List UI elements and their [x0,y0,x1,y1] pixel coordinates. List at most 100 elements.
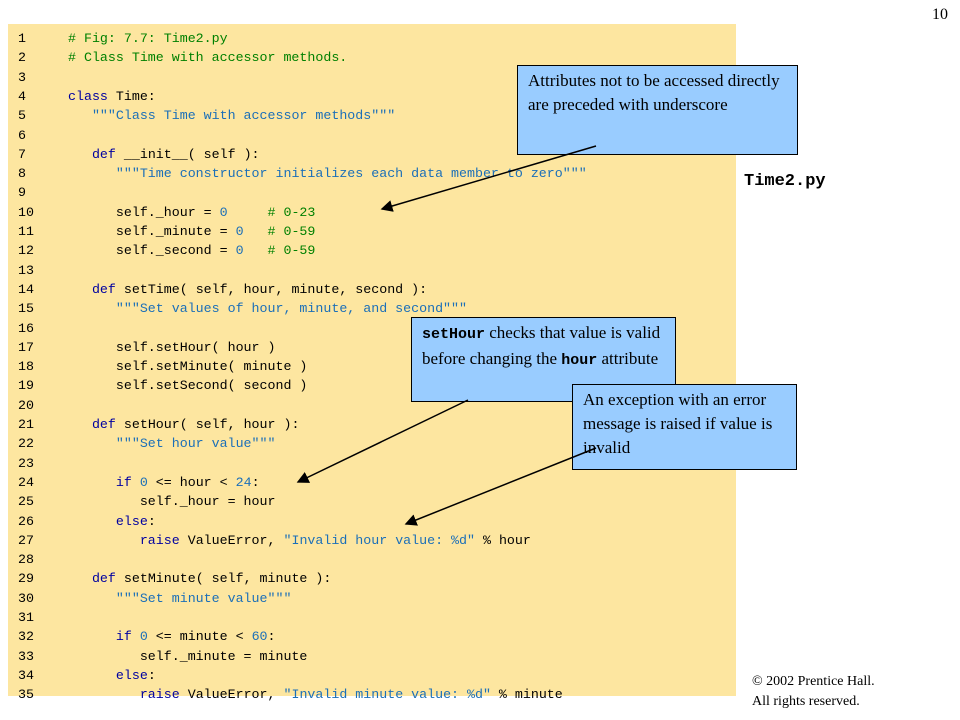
code-token: 0 [235,224,244,239]
code-text: """Set minute value""" [68,589,292,608]
line-number: 1 [18,31,26,46]
code-text: raise ValueError, "Invalid hour value: %… [68,531,531,550]
code-token: """Set hour value""" [115,436,276,452]
code-text: else: [68,666,156,685]
code-token: setTime( self, hour, minute, second ): [123,281,428,297]
code-token: self._hour = hour [68,494,276,510]
code-text: self._second = 0 # 0-59 [68,241,316,260]
code-token: setHour( self, hour ): [123,417,300,432]
line-number: 13 [18,262,34,278]
code-token: : [147,513,156,529]
code-token: # 0-59 [267,243,316,259]
code-text: def setMinute( self, minute ): [68,569,331,588]
code-token: ValueError, [187,532,284,548]
code-token: % minute [490,687,563,703]
code-token: # Fig: 7.7: Time2.py [68,31,228,46]
line-number: 16 [18,320,34,336]
code-token: self._hour = [68,204,220,220]
line-number: 35 [18,687,34,703]
code-token: def [91,571,124,587]
code-text: self.setMinute( minute ) [68,357,308,376]
code-token: 0 [139,629,148,645]
code-text: if 0 <= minute < 60: [68,627,276,646]
code-text: self._minute = 0 # 0-59 [68,222,316,241]
code-token: 0 [219,204,228,220]
line-number: 7 [18,146,26,162]
code-text: def setHour( self, hour ): [68,415,299,434]
code-token: 0 [139,474,148,490]
callout-hour-code: hour [561,352,598,369]
code-text: self._hour = hour [68,492,276,511]
code-text: def setTime( self, hour, minute, second … [68,280,427,299]
code-token: ValueError, [187,687,284,703]
line-number: 33 [18,648,34,664]
code-token: setMinute( self, minute ): [123,571,332,587]
code-text: """Set values of hour, minute, and secon… [68,299,467,318]
line-number: 24 [18,474,34,490]
line-number: 23 [18,455,34,471]
line-number: 5 [18,108,26,124]
code-text: """Class Time with accessor methods""" [68,106,395,125]
code-token: raise [139,687,188,703]
code-token: self._minute = [68,224,236,239]
code-token: self.setMinute( minute ) [68,359,308,375]
callout-exception-text: An exception with an error message is ra… [583,390,773,457]
code-token: self.setHour( hour ) [68,339,276,355]
code-text: # Fig: 7.7: Time2.py [68,29,228,48]
code-token: def [91,146,124,162]
code-text: self.setHour( hour ) [68,338,276,357]
code-token: 24 [235,474,252,490]
code-token: "Invalid hour value: %d" [283,532,475,548]
code-token: """Class Time with accessor methods""" [91,108,396,124]
callout-exception: An exception with an error message is ra… [572,384,797,470]
code-token: self._minute = minute [68,648,308,664]
code-token: class [68,88,116,104]
line-number: 20 [18,397,34,413]
line-number: 11 [18,224,34,239]
line-number: 4 [18,88,26,104]
code-token: : [267,629,276,645]
line-number: 12 [18,243,34,259]
code-text: self._hour = 0 # 0-23 [68,203,316,222]
code-token: # 0-59 [267,224,316,239]
callout-underscore-text: Attributes not to be accessed directly a… [528,71,780,114]
code-text: raise ValueError, "Invalid minute value:… [68,685,563,704]
code-token: <= hour < [147,474,236,490]
file-name: Time2.py [744,172,826,191]
code-token: def [91,417,124,432]
code-token: Time: [115,88,156,104]
line-number: 29 [18,571,34,587]
code-text: self._minute = minute [68,647,308,666]
line-number: 22 [18,436,34,452]
line-number: 30 [18,590,34,606]
line-number: 2 [18,50,26,66]
code-token: # Class Time with accessor methods. [68,50,348,66]
code-token: __init__( self ): [123,146,260,162]
code-token: : [251,474,260,490]
line-number: 9 [18,185,26,201]
code-token: 60 [251,629,268,645]
arrow-exception [404,447,597,526]
code-token: : [147,667,156,683]
code-text: """Set hour value""" [68,434,276,453]
code-text: self.setSecond( second ) [68,376,308,395]
callout-underscore: Attributes not to be accessed directly a… [517,65,798,155]
line-number: 17 [18,339,34,355]
line-number: 10 [18,204,34,220]
code-text: # Class Time with accessor methods. [68,48,347,67]
code-text: if 0 <= hour < 24: [68,473,260,492]
code-token: % hour [475,532,531,548]
code-text: class Time: [68,87,156,106]
callout-sethour-code: setHour [422,326,486,343]
code-token: if [115,629,140,645]
copyright-line: © 2002 Prentice Hall. [752,674,875,689]
code-token: else [115,667,148,683]
code-token: raise [139,532,188,548]
code-token: """Set minute value""" [115,590,292,606]
code-token: <= minute < [147,629,252,645]
line-number: 28 [18,552,34,568]
copyright-line: All rights reserved. [752,694,860,709]
code-text: else: [68,512,156,531]
line-number: 31 [18,610,34,625]
